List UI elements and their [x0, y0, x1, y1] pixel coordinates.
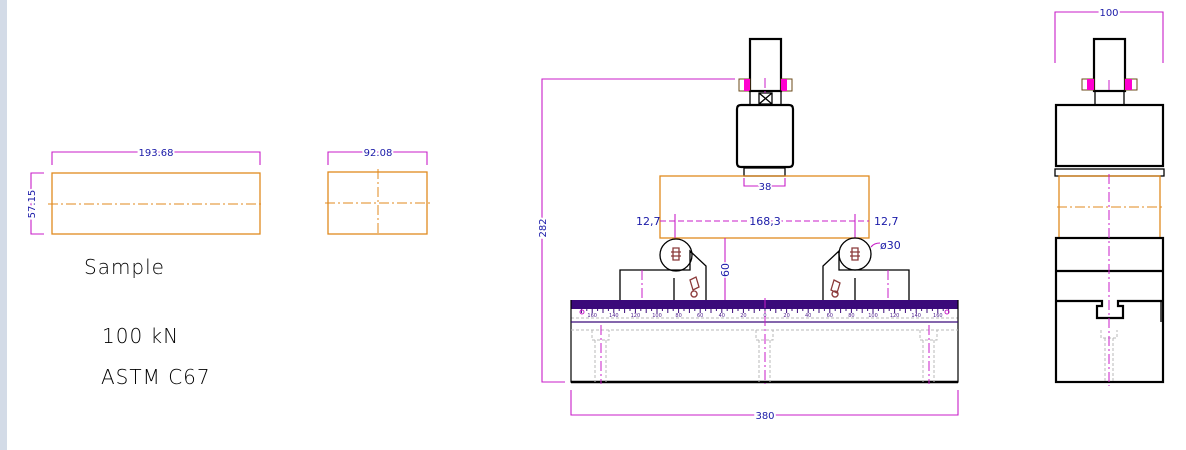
- neck: [1094, 90, 1125, 106]
- hidden-bolts: [591, 330, 938, 382]
- ball-joint-icon: [758, 92, 773, 105]
- spring-icon: [671, 247, 681, 261]
- standard-label: ASTM C67: [101, 365, 211, 389]
- ruler-label: 20: [740, 313, 746, 319]
- overhang-left-text: 12,7: [636, 215, 661, 228]
- ruler-end-marker: [579, 309, 585, 315]
- dimension-line: [51, 151, 261, 165]
- top-platen: [743, 167, 786, 177]
- overhang-right-text: 12,7: [874, 215, 899, 228]
- spring-icon: [850, 247, 860, 261]
- load-cell-body: [735, 103, 795, 169]
- spring-icon: [830, 279, 841, 298]
- ruler-ticks: [580, 309, 950, 313]
- support-left: [619, 249, 707, 300]
- ruler-label: 80: [675, 313, 681, 319]
- left-edge-strip: [0, 0, 7, 450]
- ruler-label: 140: [609, 313, 619, 319]
- length-dim-text: 193.68: [139, 148, 174, 159]
- ruler-label: 100: [652, 313, 662, 319]
- spring-icon: [689, 276, 700, 298]
- base-length-text: 380: [755, 411, 774, 422]
- side-view: 100: [1054, 6, 1165, 386]
- load-cell-body: [1054, 103, 1165, 168]
- front-view: 38 12,7 168,3 12,7 ø30 60 160 140 120 100 80…: [536, 37, 959, 424]
- test-sample: [659, 175, 870, 239]
- support-height-text: 60: [719, 263, 732, 277]
- collar-left-fill: [744, 79, 750, 91]
- ruler-label: 80: [848, 313, 854, 319]
- ruler-label: 40: [805, 313, 811, 319]
- collar-right-fill: [1125, 79, 1132, 90]
- sample-label: Sample: [84, 255, 165, 279]
- ruler-label: 160: [933, 313, 943, 319]
- ruler-label: 100: [868, 313, 878, 319]
- support-right: [822, 249, 910, 300]
- sample-end-view: 92.08: [325, 146, 430, 236]
- collar-left-fill: [1087, 79, 1094, 90]
- collar-right-fill: [781, 79, 787, 91]
- ruler-label: 140: [911, 313, 921, 319]
- leader-line: [870, 242, 881, 248]
- dimension-line: [570, 390, 959, 416]
- ruler-label: 20: [783, 313, 789, 319]
- sample-top-view: 193.68 57.15: [25, 146, 263, 235]
- dimension-line: [743, 178, 786, 187]
- height-dim-text: 57.15: [27, 190, 38, 219]
- overall-height-text: 282: [538, 218, 549, 237]
- span-dim-text: 168,3: [749, 215, 781, 228]
- ruler-label: 60: [827, 313, 833, 319]
- roller-dia-text: ø30: [880, 239, 901, 252]
- ruler-label: 120: [631, 313, 641, 319]
- roller-left: [659, 238, 693, 272]
- side-width-text: 100: [1099, 8, 1118, 19]
- dimension-line: [30, 172, 44, 235]
- dimension-line: [541, 78, 735, 383]
- ruler-end-marker: [944, 309, 950, 315]
- ruler-label: 160: [587, 313, 597, 319]
- ruler-label: 40: [719, 313, 725, 319]
- dimension-line: [327, 151, 428, 165]
- dimension-line: [1054, 11, 1164, 63]
- roller-right: [838, 237, 872, 271]
- ruler-label: 60: [697, 313, 703, 319]
- ruler-label: 120: [890, 313, 900, 319]
- platen-dim-text: 38: [759, 182, 772, 193]
- capacity-label: 100 kN: [102, 324, 179, 348]
- t-slot: [1056, 299, 1163, 320]
- width-dim-text: 92.08: [364, 148, 393, 159]
